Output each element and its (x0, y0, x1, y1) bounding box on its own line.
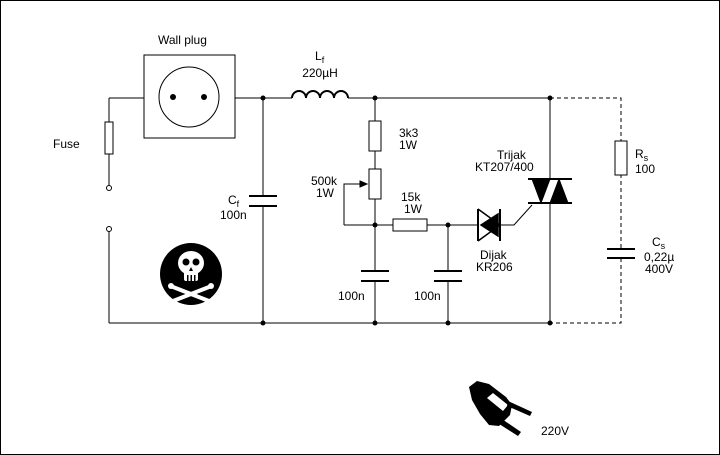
r3k3-value-label: 3k3 (399, 126, 419, 140)
skull-crossbones-icon (160, 243, 222, 306)
resistor-3k3 (368, 120, 382, 152)
cs-symbol-label: Cs (652, 235, 666, 251)
pot-power-label: 1W (316, 186, 334, 200)
r3k3-power-label: 1W (399, 138, 417, 152)
inductor-lf (291, 90, 349, 99)
cap1-value-label: 100n (338, 289, 365, 303)
wall-plug-label: Wall plug (158, 33, 207, 47)
capacitor-cf (249, 195, 277, 207)
capacitor-100n-2 (434, 270, 462, 282)
pot-wiper-arrow (359, 180, 369, 188)
rs-symbol-label: Rs (635, 147, 649, 163)
inductor-symbol-label: Lf (315, 49, 325, 65)
cs-value1-label: 0,22µ (644, 250, 675, 264)
pot-wiper (343, 183, 367, 225)
plug-voltage-label: 220V (541, 424, 570, 438)
junctions (260, 95, 553, 326)
cap2-value-label: 100n (414, 289, 441, 303)
r15k-power-label: 1W (404, 202, 422, 216)
power-plug-icon (469, 381, 532, 436)
pot-value-label: 500k (311, 174, 338, 188)
capacitor-cs (607, 248, 635, 259)
triac (528, 177, 572, 205)
wire-diac-gate (500, 204, 533, 226)
wall-socket (143, 54, 236, 139)
fuse-label: Fuse (53, 137, 80, 151)
diac-part-label: KR206 (476, 260, 513, 274)
r15k-value-label: 15k (401, 190, 421, 204)
cf-symbol-label: Cf (228, 193, 240, 209)
wire-top-dashed (550, 97, 622, 324)
fuse (104, 121, 114, 155)
potentiometer-500k (368, 168, 382, 200)
resistor-rs (614, 140, 628, 176)
open-terminals (106, 185, 112, 232)
resistor-15k (392, 218, 428, 232)
rs-value-label: 100 (635, 162, 656, 176)
diac (477, 208, 501, 242)
triac-part-label: KT207/400 (475, 160, 534, 174)
diac-name-label: Dijak (480, 248, 507, 262)
cf-value-label: 100n (220, 208, 247, 222)
capacitor-100n-1 (361, 270, 389, 282)
triac-name-label: Trijak (497, 148, 526, 162)
inductor-value-label: 220µH (302, 66, 338, 80)
cs-value2-label: 400V (645, 262, 674, 276)
